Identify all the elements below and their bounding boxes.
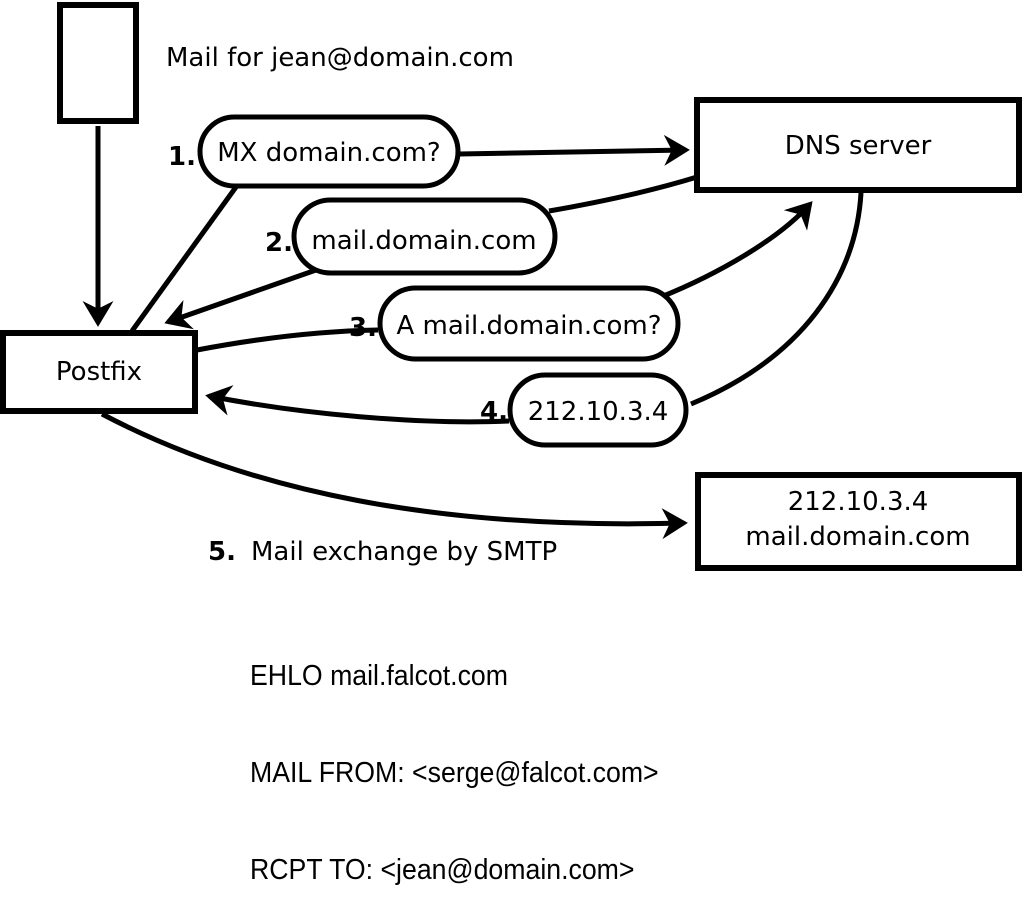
- edge-dns-to-reply2: [548, 174, 698, 214]
- edge-postfix-to-query1: [129, 185, 239, 333]
- query3-bubble: [377, 285, 681, 362]
- reply2-label: mail.domain.com: [311, 226, 536, 256]
- step4-number: 4.: [480, 397, 508, 427]
- smtp-line-ehlo: EHLO mail.falcot.com: [250, 660, 508, 693]
- reply4-bubble: [507, 372, 689, 448]
- step2-number: 2.: [265, 228, 293, 258]
- smtp-session-transcript: EHLO mail.falcot.com MAIL FROM: <serge@f…: [250, 596, 728, 919]
- postfix-label: Postfix: [56, 357, 142, 387]
- edge-reply4-to-postfix: [205, 385, 510, 425]
- dns-server-node: [694, 97, 1022, 193]
- step1-number: 1.: [168, 142, 196, 172]
- mail-server-node: [695, 472, 1022, 571]
- mail-message-node: [57, 2, 139, 124]
- query1-label: MX domain.com?: [217, 138, 440, 168]
- edge-reply2-to-postfix: [164, 267, 317, 330]
- edge-postfix-to-query3: [196, 327, 379, 353]
- mail-server-ip-label: 212.10.3.4: [788, 487, 929, 517]
- query1-bubble: [197, 114, 461, 189]
- mail-server-host-label: mail.domain.com: [745, 522, 970, 552]
- reply2-bubble: [291, 197, 558, 276]
- step3-number: 3.: [349, 313, 377, 343]
- edge-dns-to-reply4: [690, 192, 864, 407]
- step5-number: 5.: [208, 537, 236, 567]
- edge-postfix-to-mailserver-smtp: [100, 411, 688, 540]
- dns-server-label: DNS server: [785, 131, 932, 161]
- mail-note-label: Mail for jean@domain.com: [166, 43, 514, 73]
- query3-label: A mail.domain.com?: [397, 311, 662, 341]
- smtp-line-mail-from: MAIL FROM: <serge@falcot.com>: [250, 757, 659, 789]
- edge-query1-to-dns: [458, 134, 690, 166]
- step5-label: Mail exchange by SMTP: [251, 537, 557, 567]
- edge-query3-to-dns: [660, 201, 813, 300]
- reply4-label: 212.10.3.4: [528, 397, 669, 427]
- smtp-line-rcpt-to: RCPT TO: <jean@domain.com>: [250, 853, 635, 886]
- postfix-node: [0, 330, 198, 414]
